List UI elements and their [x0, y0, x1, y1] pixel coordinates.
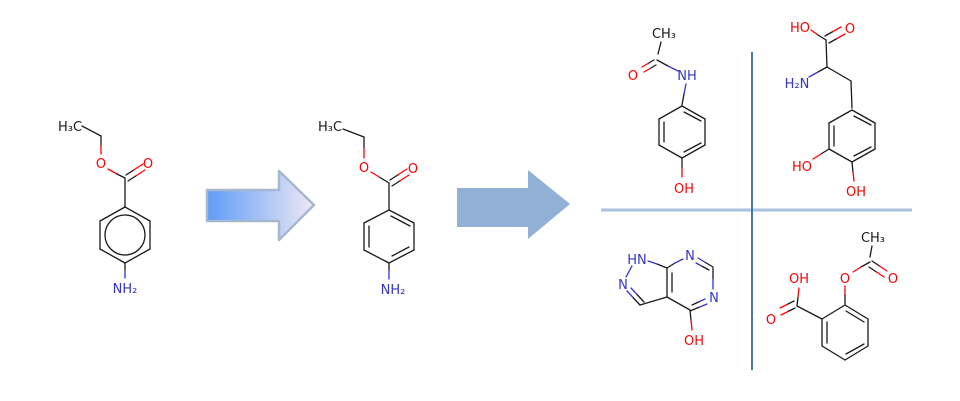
intermediate-structure: H₃C O O NH₂	[318, 120, 418, 298]
pyrimidine-n-right-label: N	[709, 291, 719, 306]
pyrazole-n-label: N	[618, 278, 628, 293]
paracetamol-bonds	[641, 41, 706, 178]
methyl-label: H₃C	[58, 120, 82, 135]
ester-carbonyl-oxygen-label: O	[888, 272, 898, 287]
amine-label: NH₂	[113, 282, 138, 297]
amine-label: H₂N	[785, 77, 810, 92]
ring-hydroxyl-bottom-label: OH	[846, 185, 866, 200]
reactant-structure: H₃C O O NH₂	[58, 120, 153, 297]
acid-carbonyl-oxygen-label: O	[766, 313, 776, 328]
acid-hydroxyl-label: OH	[789, 272, 809, 287]
levodopa-structure: HO O H₂N HO OH	[785, 21, 876, 200]
carbonyl-oxygen-label: O	[845, 22, 855, 37]
ester-oxygen-label: O	[96, 157, 106, 172]
methyl-label: CH₃	[652, 27, 676, 42]
acid-hydroxyl-label: HO	[790, 21, 810, 36]
allopurinol-structure: HN N N N OH	[618, 249, 719, 349]
reactant-bonds	[81, 125, 151, 279]
hydroxyl-label: OH	[684, 334, 704, 349]
allopurinol-bonds	[625, 257, 714, 331]
imine-nh-label: HN	[627, 253, 647, 268]
aspirin-structure: CH₃ O O OH O	[766, 231, 898, 361]
aspirin-bonds	[779, 245, 888, 361]
carbonyl-oxygen-label: O	[143, 157, 153, 172]
right-block-arrow-gradient-icon	[205, 169, 316, 242]
ester-oxygen-label: O	[359, 161, 369, 176]
hydroxyl-label: OH	[674, 182, 694, 197]
intermediate-bonds	[342, 128, 415, 280]
carbonyl-oxygen-label: O	[628, 69, 638, 84]
aromatic-ring-circle	[104, 214, 146, 256]
ring-hydroxyl-left-label: HO	[792, 160, 812, 175]
methyl-label: H₃C	[318, 120, 342, 135]
amide-nh-label: NH	[677, 69, 697, 84]
levodopa-bonds	[808, 26, 876, 182]
carbonyl-oxygen-label: O	[408, 162, 418, 177]
methyl-label: CH₃	[861, 231, 885, 246]
pyrimidine-n-top-label: N	[685, 249, 695, 264]
amine-label: NH₂	[381, 283, 406, 298]
paracetamol-structure: CH₃ O NH OH	[628, 27, 706, 197]
ester-oxygen-label: O	[840, 272, 850, 287]
right-block-arrow-solid-icon	[457, 170, 570, 239]
